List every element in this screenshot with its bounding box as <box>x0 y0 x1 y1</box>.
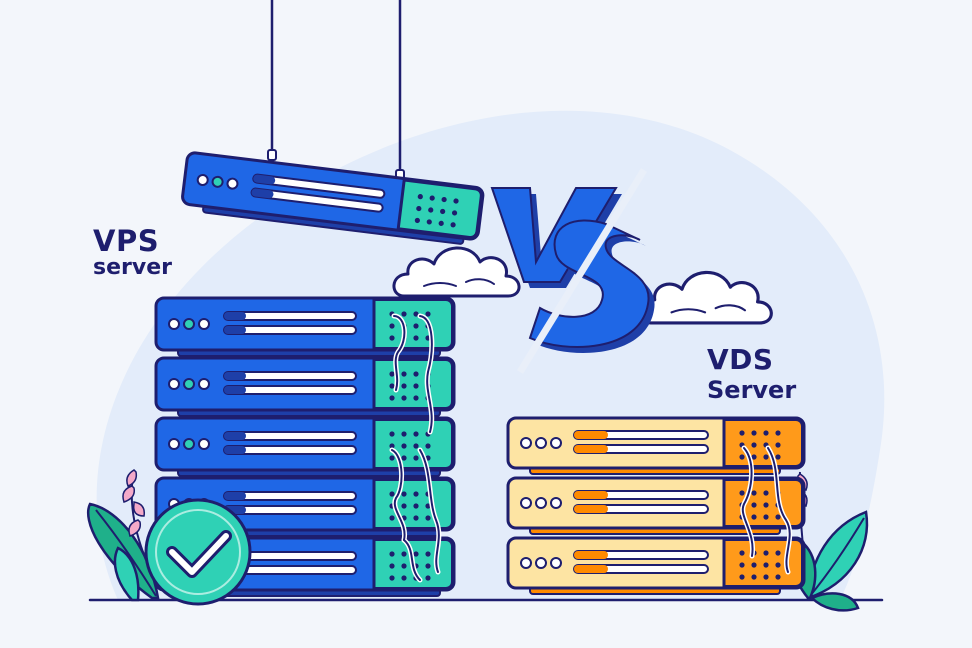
vds-server-stack <box>506 416 806 596</box>
vps-subtitle: server <box>93 255 172 280</box>
versus-emblem <box>490 168 655 374</box>
vps-server-unit <box>154 296 456 358</box>
checkmark-badge-icon <box>144 498 252 606</box>
vds-server-unit <box>506 536 806 596</box>
vds-subtitle: Server <box>707 376 797 404</box>
vps-server-unit <box>154 416 456 478</box>
vds-server-unit <box>506 476 806 536</box>
vps-title: VPS <box>93 224 160 258</box>
vps-server-unit <box>154 356 456 418</box>
vds-title: VDS <box>707 343 774 376</box>
vds-server-unit <box>506 416 806 476</box>
vps-server-stack <box>154 296 456 598</box>
